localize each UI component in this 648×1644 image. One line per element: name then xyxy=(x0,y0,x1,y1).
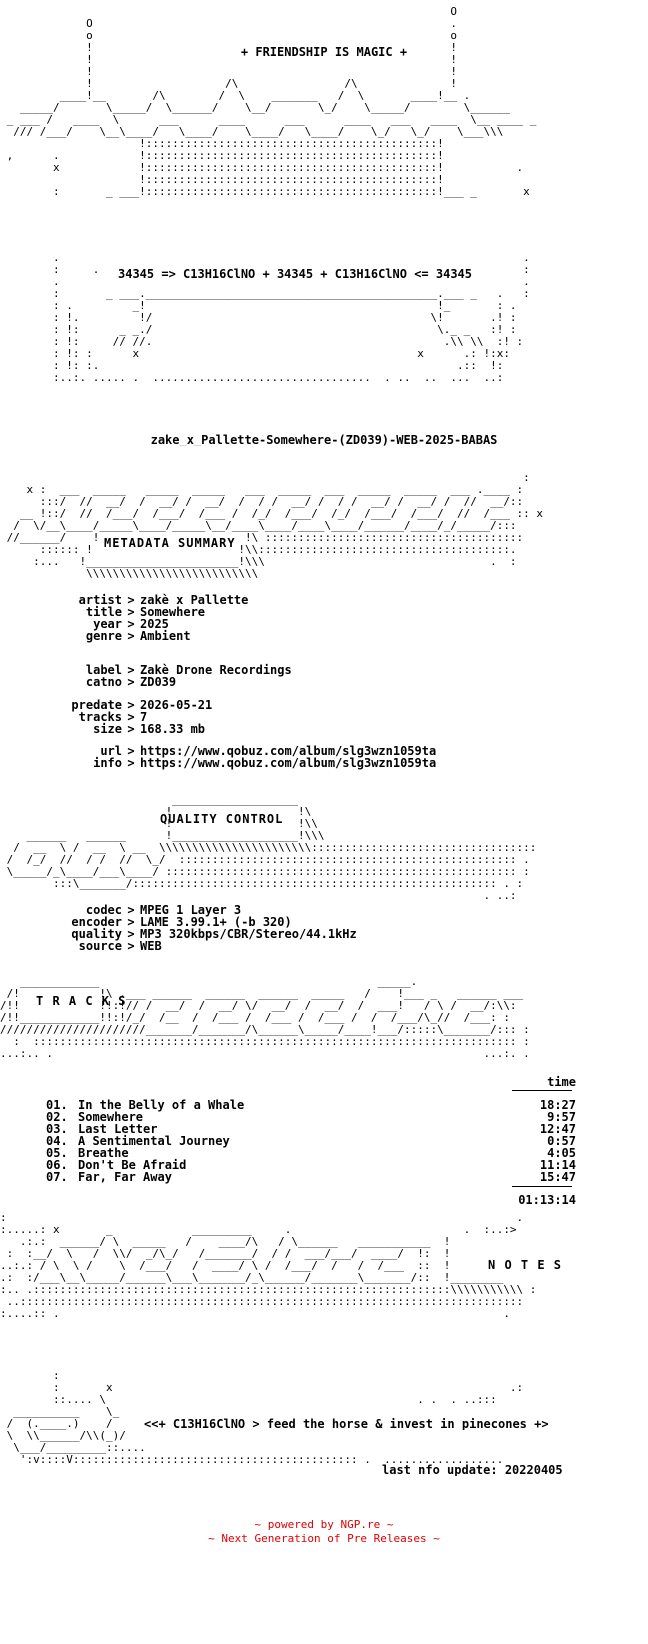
meta-row-genre: genre>Ambient xyxy=(85,629,191,643)
notes-section-title: N O T E S xyxy=(488,1258,563,1272)
header-base-art: . . : . : . xyxy=(52,252,530,384)
notes-banner-art: : . :.....: x _ _________ . . :..:> .:.:… xyxy=(0,1212,537,1320)
quality-row-quality: quality>MP3 320kbps/CBR/Stereo/44.1kHz xyxy=(71,927,357,941)
meta-row-url[interactable]: url>https://www.qobuz.com/album/slg3wzn1… xyxy=(100,744,437,758)
quality-row-encoder: encoder>LAME 3.99.1+ (-b 320) xyxy=(71,915,292,929)
metadata-banner-art: : x : ___ _____ _____ _____ ___ _____ __… xyxy=(6,472,544,580)
meta-row-label: label>Zakè Drone Recordings xyxy=(85,663,292,677)
header-equation: 34345 => C13H16ClNO + 34345 + C13H16ClNO… xyxy=(118,268,473,280)
notes-art: : : x .: ::.... \ . . . ..::: __________… xyxy=(6,1370,524,1466)
last-nfo-update: last nfo update: 20220405 xyxy=(382,1464,563,1476)
footer-powered-by[interactable]: ~ powered by NGP.re ~ xyxy=(254,1518,394,1531)
meta-row-title: title>Somewhere xyxy=(85,605,206,619)
footer-tagline: ~ Next Generation of Pre Releases ~ xyxy=(208,1532,440,1545)
meta-row-catno: catno>ZD039 xyxy=(85,675,177,689)
meta-url-link[interactable]: https://www.qobuz.com/album/slg3wzn1059t… xyxy=(140,744,437,758)
notes-slogan: <<+ C13H16ClNO > feed the horse & invest… xyxy=(144,1418,549,1430)
meta-row-info[interactable]: info>https://www.qobuz.com/album/slg3wzn… xyxy=(93,756,437,770)
header-ascii-art: O O . o o ! xyxy=(6,6,537,198)
quality-section-title: QUALITY CONTROL xyxy=(160,812,284,826)
release-name: zake_x_Pallette-Somewhere-(ZD039)-WEB-20… xyxy=(150,434,498,446)
metadata-section-title: METADATA SUMMARY xyxy=(104,536,236,550)
tracks-banner-art: ____________ _____. /! !\ .___ ______ __… xyxy=(0,976,530,1060)
tracklist-total-rule xyxy=(512,1186,572,1187)
quality-row-codec: codec>MPEG 1 Layer 3 xyxy=(85,903,242,917)
meta-info-link[interactable]: https://www.qobuz.com/album/slg3wzn1059t… xyxy=(140,756,437,770)
meta-row-predate: predate>2026-05-21 xyxy=(71,698,213,712)
header-title: + FRIENDSHIP IS MAGIC + xyxy=(240,46,408,58)
meta-row-size: size>168.33 mb xyxy=(93,722,206,736)
meta-row-year: year>2025 xyxy=(93,617,169,631)
tracks-section-title: T R A C K S xyxy=(36,994,127,1008)
quality-banner-art: ___________________ ! !\ ! !\\ ______ __… xyxy=(6,794,537,902)
tracklist-header-rule xyxy=(512,1090,572,1091)
quality-row-source: source>WEB xyxy=(78,939,162,953)
meta-row-tracks: tracks>7 xyxy=(78,710,148,724)
meta-row-artist: artist>zakè x Pallette xyxy=(78,593,249,607)
